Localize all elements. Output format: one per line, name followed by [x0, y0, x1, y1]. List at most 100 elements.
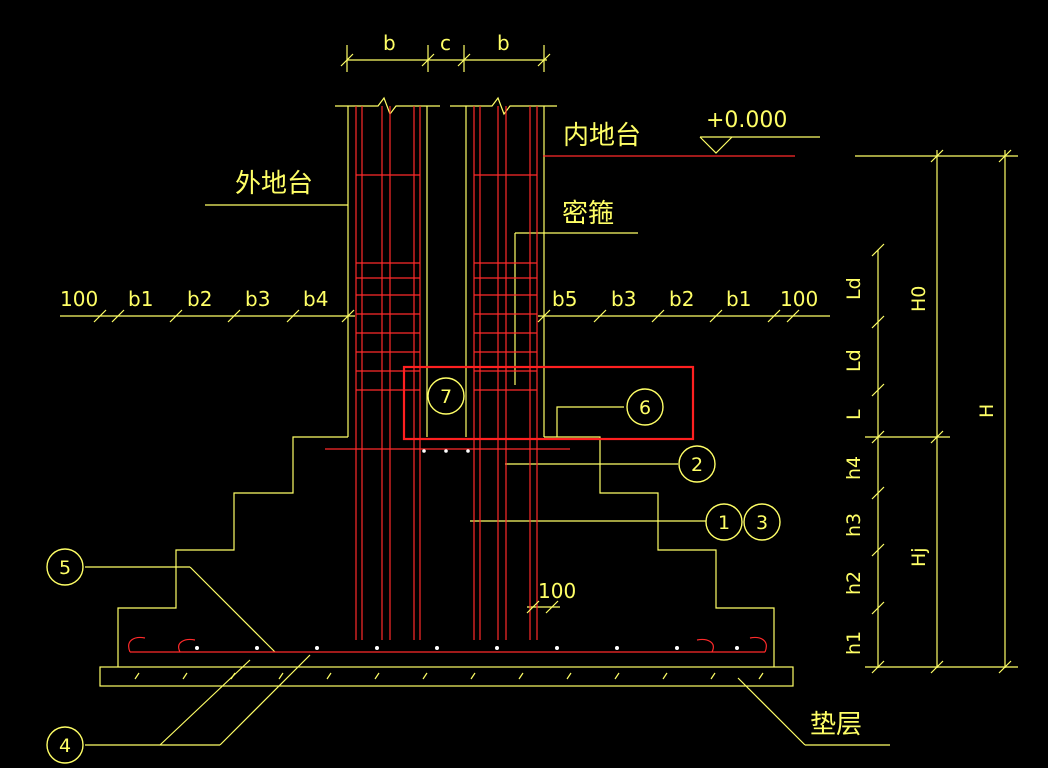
dimension-tick	[545, 600, 559, 614]
callout-1: 1	[718, 512, 730, 534]
dimension-tick	[767, 309, 781, 323]
callout-2-circle	[678, 445, 716, 483]
dimension-tick	[871, 383, 885, 397]
callout-4: 4	[59, 735, 71, 757]
dimension-tick	[111, 309, 125, 323]
dimension-tick	[93, 309, 107, 323]
dimension-tick	[537, 309, 551, 323]
right-step-0: b5	[552, 287, 577, 311]
dimension-tick	[537, 53, 551, 67]
right-step-1: b3	[611, 287, 636, 311]
stirrup-note-label: 密箍	[562, 199, 614, 229]
right-step-outline	[544, 436, 775, 667]
dimension-tick	[871, 601, 885, 615]
callout-3: 3	[756, 512, 768, 534]
cushion-hatch	[710, 672, 716, 680]
dim-Ld-1: Ld	[843, 277, 865, 300]
cushion-hatch	[422, 672, 428, 680]
dimension-tick	[457, 53, 471, 67]
rebar-dot	[195, 646, 199, 650]
cushion-hatch	[614, 672, 620, 680]
rebar-dot	[422, 449, 426, 453]
callout-2: 2	[691, 454, 703, 476]
left-step-0: 100	[60, 287, 98, 311]
rebar-dot	[735, 646, 739, 650]
dimension-tick	[651, 309, 665, 323]
dim-H0: H0	[908, 286, 930, 312]
dimension-tick	[169, 309, 183, 323]
dimension-tick	[998, 660, 1012, 674]
rebar-dot	[375, 646, 379, 650]
rebar-dot	[435, 646, 439, 650]
dimension-tick	[998, 149, 1012, 163]
left-step-4: b4	[303, 287, 328, 311]
cushion-hatch	[182, 672, 188, 680]
dim-h4: h4	[843, 456, 865, 480]
small-dim-100: 100	[538, 579, 576, 603]
cushion-hatch	[758, 672, 764, 680]
cushion-layer	[99, 666, 794, 687]
highlight-box	[402, 365, 695, 441]
rebar-dot	[615, 646, 619, 650]
rebar-dot	[675, 646, 679, 650]
dim-L: L	[843, 409, 865, 420]
left-step-outline	[117, 436, 348, 667]
right-step-2: b2	[669, 287, 694, 311]
right-step-4: 100	[780, 287, 818, 311]
callout-5-circle	[46, 548, 84, 586]
rebar-dot	[255, 646, 259, 650]
dimension-tick	[930, 430, 944, 444]
dimension-tick	[871, 430, 885, 444]
cushion-hatch	[518, 672, 524, 680]
rebar-group	[128, 106, 795, 653]
callout-7: 7	[440, 386, 452, 408]
inner-ground-label: 内地台	[563, 121, 641, 151]
dimension-tick	[871, 660, 885, 674]
callout-4-circle	[46, 726, 84, 764]
dim-H: H	[976, 404, 998, 418]
dimension-tick	[593, 309, 607, 323]
cushion-label: 垫层	[810, 710, 862, 740]
callout-7-circle	[427, 377, 465, 415]
rebar-dot	[444, 449, 448, 453]
dim-h2: h2	[843, 571, 865, 595]
cushion-hatch	[326, 672, 332, 680]
callout-3-circle	[743, 503, 781, 541]
cushion-hatch	[662, 672, 668, 680]
cushion-hatch	[566, 672, 572, 680]
callout-6: 6	[639, 397, 651, 419]
rebar-dot	[495, 646, 499, 650]
dimension-tick	[871, 486, 885, 500]
dimension-tick	[526, 600, 540, 614]
dimension-tick	[286, 309, 300, 323]
dimension-tick	[786, 309, 800, 323]
rebar-dot	[466, 449, 470, 453]
dim-Hj: Hj	[908, 547, 930, 567]
cushion-hatch	[134, 672, 140, 680]
left-column-break-line	[335, 96, 440, 116]
dimension-tick	[871, 243, 885, 257]
dim-Ld-2: Ld	[843, 349, 865, 372]
cushion-hatch	[470, 672, 476, 680]
dimension-tick	[227, 309, 241, 323]
dim-b-left: b	[383, 31, 396, 55]
callout-5: 5	[59, 557, 71, 579]
dimension-tick	[341, 309, 355, 323]
rebar-dot	[555, 646, 559, 650]
rebar-dot	[315, 646, 319, 650]
right-column-break-line	[450, 96, 557, 116]
right-step-3: b1	[726, 287, 751, 311]
dim-c: c	[440, 31, 451, 55]
left-step-1: b1	[128, 287, 153, 311]
dimension-tick	[871, 315, 885, 329]
callout-6-circle	[626, 388, 664, 426]
dim-b-right: b	[497, 31, 510, 55]
dim-h1: h1	[843, 631, 865, 655]
dim-h3: h3	[843, 513, 865, 537]
dimension-tick	[930, 660, 944, 674]
cushion-hatch	[278, 672, 284, 680]
dimension-tick	[709, 309, 723, 323]
left-step-3: b3	[245, 287, 270, 311]
callout-1-circle	[705, 503, 743, 541]
